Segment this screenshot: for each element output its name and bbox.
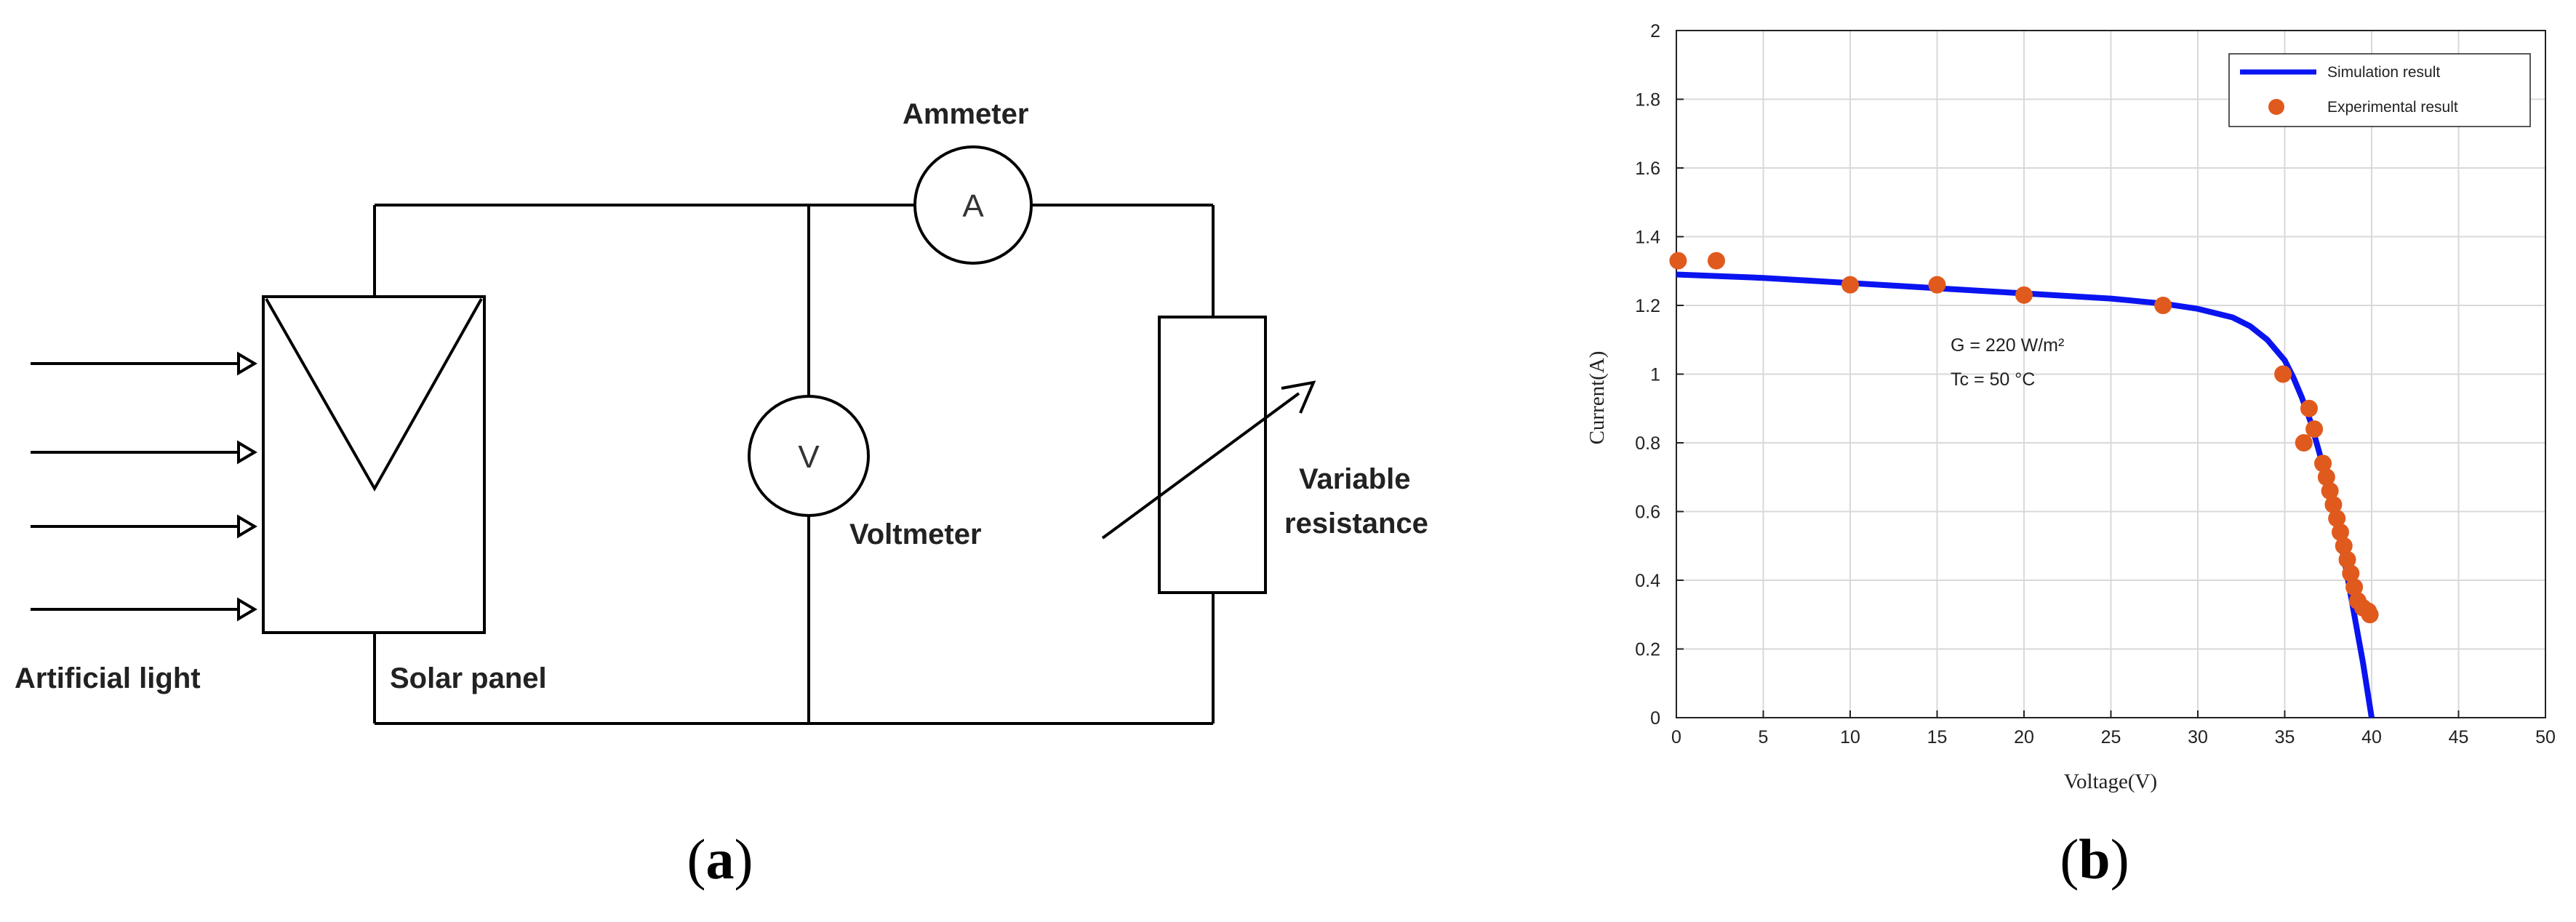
- y-tick-label: 0.6: [1635, 502, 1660, 523]
- experimental-point: [2345, 578, 2364, 596]
- circuit-diagram: A V Ammeter Voltmeter Variable resistanc…: [15, 98, 1428, 891]
- light-arrow: [31, 597, 257, 622]
- y-tick-label: 1.6: [1635, 159, 1660, 179]
- experimental-point: [2015, 286, 2033, 304]
- y-tick-label: 0.8: [1635, 433, 1660, 454]
- x-tick-label: 0: [1671, 727, 1681, 747]
- chart-grid: [1676, 30, 2546, 718]
- iv-curve-chart: 0 5 10 15 20 25 30 35 40 45 50 0 0.2 0.4 0.6 0.8 1 1.2 1.…: [1585, 21, 2556, 891]
- variable-resistor: [1101, 316, 1316, 594]
- experimental-point: [1841, 276, 1859, 294]
- x-tick-label: 25: [2101, 727, 2121, 747]
- x-axis-ticks: 0 5 10 15 20 25 30 35 40 45 50: [1671, 710, 2556, 747]
- y-tick-label: 1: [1650, 365, 1660, 385]
- artificial-light-label: Artificial light: [15, 662, 201, 694]
- x-tick-label: 50: [2535, 727, 2556, 747]
- experimental-point: [2300, 399, 2318, 417]
- variable-resistance-label-line1: Variable: [1299, 463, 1410, 495]
- x-tick-label: 5: [1759, 727, 1769, 747]
- y-tick-label: 2: [1650, 21, 1660, 41]
- experimental-point: [2305, 420, 2324, 438]
- light-arrow: [31, 440, 257, 465]
- experimental-point: [2328, 509, 2346, 527]
- experimental-point: [1928, 276, 1946, 294]
- y-tick-label: 1.4: [1635, 228, 1660, 248]
- y-tick-label: 0.2: [1635, 640, 1660, 660]
- x-tick-label: 40: [2361, 727, 2382, 747]
- solar-panel-label: Solar panel: [390, 662, 547, 694]
- variable-resistance-label-line2: resistance: [1284, 508, 1428, 540]
- x-axis-label: Voltage(V): [2064, 770, 2157, 793]
- y-axis-ticks: 0 0.2 0.4 0.6 0.8 1 1.2 1.4 1.6 1.8 2: [1635, 21, 1684, 729]
- ammeter-label: Ammeter: [903, 98, 1028, 130]
- x-tick-label: 15: [1927, 727, 1948, 747]
- irradiance-annotation: G = 220 W/m²: [1951, 335, 2064, 356]
- experimental-point: [1707, 252, 1725, 270]
- experimental-point: [2314, 454, 2332, 473]
- x-tick-label: 35: [2275, 727, 2295, 747]
- experimental-point: [1669, 252, 1687, 270]
- y-axis-label: Current(A): [1585, 351, 1609, 445]
- caption-b: (b): [2060, 827, 2129, 891]
- light-arrow: [31, 351, 257, 376]
- experimental-point: [2295, 434, 2313, 452]
- experimental-point: [2338, 550, 2356, 569]
- experimental-point: [2317, 468, 2335, 486]
- x-tick-label: 10: [1840, 727, 1860, 747]
- ammeter: A: [913, 145, 1033, 265]
- experimental-point: [2361, 606, 2379, 624]
- experimental-point: [2335, 537, 2353, 555]
- legend: Simulation result Experimental result: [2228, 53, 2531, 127]
- voltmeter: V: [748, 395, 870, 517]
- legend-box: [2228, 53, 2531, 127]
- experimental-point: [2274, 365, 2292, 383]
- voltmeter-symbol: V: [798, 439, 820, 475]
- experimental-point: [2321, 482, 2339, 500]
- experimental-point: [2331, 523, 2349, 541]
- voltmeter-label: Voltmeter: [849, 518, 982, 550]
- y-tick-label: 1.8: [1635, 90, 1660, 111]
- experimental-points: [1669, 252, 2379, 624]
- light-arrow: [31, 514, 257, 539]
- x-tick-label: 45: [2449, 727, 2469, 747]
- caption-a: (a): [687, 827, 753, 891]
- experimental-point: [2154, 297, 2172, 314]
- legend-label-experimental: Experimental result: [2327, 99, 2458, 116]
- solar-panel: [262, 295, 486, 634]
- x-tick-label: 20: [2014, 727, 2034, 747]
- y-tick-label: 0: [1650, 708, 1660, 729]
- legend-dot-swatch: [2268, 99, 2284, 115]
- x-tick-label: 30: [2188, 727, 2208, 747]
- y-tick-label: 1.2: [1635, 296, 1660, 316]
- legend-label-simulation: Simulation result: [2327, 64, 2440, 81]
- y-tick-label: 0.4: [1635, 571, 1660, 591]
- experimental-point: [2324, 496, 2343, 514]
- ammeter-symbol: A: [962, 188, 984, 224]
- light-arrows: [31, 351, 257, 622]
- temperature-annotation: Tc = 50 °C: [1951, 369, 2035, 390]
- experimental-point: [2342, 564, 2360, 582]
